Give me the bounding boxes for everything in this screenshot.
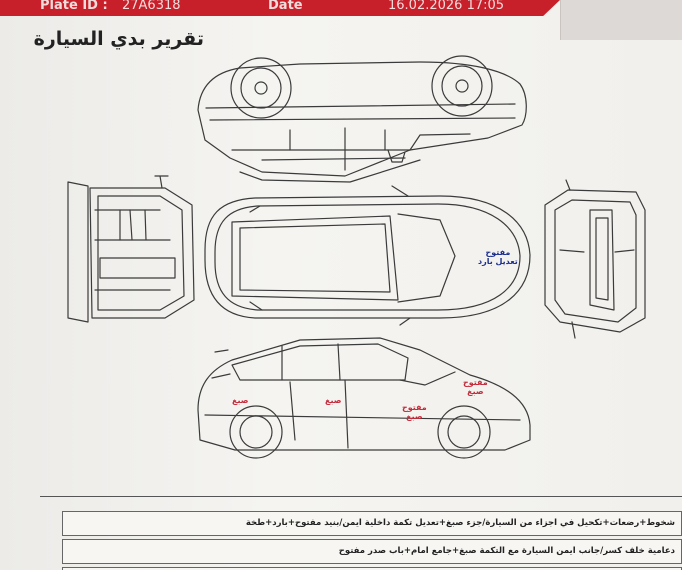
header-tab: [560, 0, 682, 40]
car-right-side-view: [197, 337, 531, 459]
plate-value: 27A6318: [122, 0, 181, 13]
annotation-side-rear: صبغ: [232, 396, 249, 405]
annotation-side-front: مفتوح صبغ: [463, 378, 488, 396]
annotation-side-front-door-line2: صبغ: [406, 412, 423, 421]
date-label: Date: [268, 0, 303, 13]
notes-row: دعامية خلف كسر/جانب ايمن السيارة مع التك…: [62, 539, 682, 564]
plate-label: Plate ID :: [40, 0, 108, 13]
notes-row: شخوط+رضعات+تكحيل في اجزاء من السيارة/جزء…: [62, 511, 682, 536]
annotation-roof: مفتوح تعديل بارد: [478, 248, 518, 266]
notes-table: شخوط+رضعات+تكحيل في اجزاء من السيارة/جزء…: [40, 496, 682, 570]
page-title: تقرير بدي السيارة: [33, 28, 204, 50]
annotation-side-rear-door: صبغ: [325, 396, 342, 405]
car-rear-view: [67, 175, 195, 323]
notes-text: دعامية خلف كسر/جانب ايمن السيارة مع التك…: [338, 546, 675, 556]
annotation-side-front-line2: صبغ: [467, 387, 484, 396]
car-left-side-view: [197, 55, 527, 183]
car-body-diagram: [67, 55, 646, 459]
date-value: 16.02.2026 17:05: [388, 0, 505, 13]
annotation-roof-line1: مفتوح: [485, 248, 511, 257]
car-front-view: [544, 179, 646, 339]
annotation-side-front-door: مفتوح صبغ: [402, 403, 427, 421]
annotation-side-front-line1: مفتوح: [463, 378, 488, 387]
notes-text: شخوط+رضعات+تكحيل في اجزاء من السيارة/جزء…: [245, 518, 675, 528]
car-top-view: [204, 185, 531, 326]
annotation-roof-line2: تعديل بارد: [478, 257, 518, 266]
annotation-side-front-door-line1: مفتوح: [402, 403, 427, 412]
header-bar: Plate ID : 27A6318 Date 16.02.2026 17:05: [0, 0, 560, 16]
